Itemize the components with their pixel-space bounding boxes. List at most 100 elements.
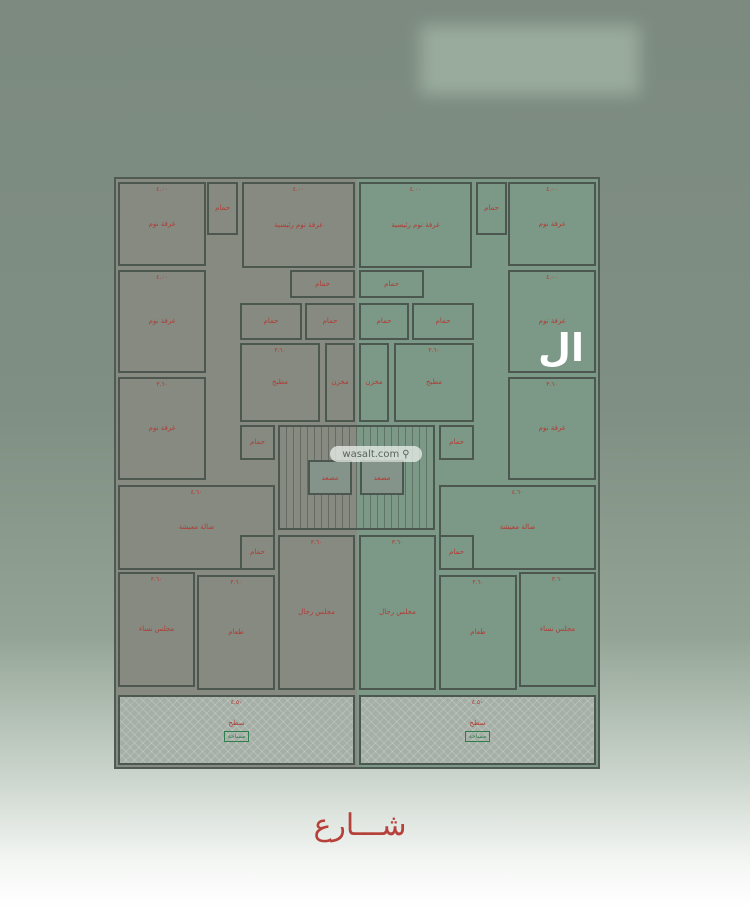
room-label: حمام [435,317,451,325]
room-label: حمام [449,438,464,446]
room-right-bedroom2: ٤.٠٠ غرفة نوم [508,270,596,373]
room-dimension: ٣.٦٠ [274,347,286,354]
room-dimension: ٣.٦٠ [230,579,242,586]
street-label: شـــارع [313,808,407,843]
room-label: حمام [263,317,279,325]
room-left-living: ٤.٦٠ صالة معيشة [118,485,275,570]
room-dimension: ٤.٠٠ [156,274,168,281]
room-dimension: ٤.٠٠ [409,186,422,193]
room-right-women: ٣.٦٠ مجلس نساء [519,572,596,687]
room-right-bath6: حمام [439,535,474,570]
room-right-master: ٤.٠٠ غرفة نوم رئيسية [359,182,472,268]
elevator-left: مصعد [308,460,352,495]
room-label: غرفة نوم [538,219,566,228]
room-label: مخزن [365,378,383,386]
room-label: غرفة نوم رئيسية [274,220,323,229]
room-label: حمام [322,317,338,325]
room-label: طعام [228,628,244,636]
room-label: مجلس نساء [138,625,175,633]
logo: ال [538,326,584,370]
room-dimension: ٤.٠٠ [546,274,558,281]
room-right-kitchen: ٣.٦٠ مطبخ [394,343,474,422]
room-label: حمام [250,438,265,446]
room-dimension: ٣.٦٠ [150,576,163,583]
room-dimension: ٤.٠٠ [292,186,305,193]
room-label: مجلس نساء [539,625,576,633]
room-dimension: ٤.٥٠ [230,699,243,706]
watermark-text: wasalt.com [342,448,400,460]
location-pin-icon: ⚲ [402,448,410,460]
room-label: مخزن [331,378,349,386]
plan-outline [114,177,600,769]
room-label: مجلس رجال [379,608,416,616]
room-left-terrace: ٤.٥٠ سطح مساحة [118,695,355,765]
room-label: سطح [228,718,245,727]
room-label: غرفة نوم [148,219,176,228]
room-label: طعام [470,628,486,636]
room-label: صالة معيشة [499,523,536,531]
room-label: غرفة نوم [148,317,176,325]
room-dimension: ٤.٠٠ [156,186,168,193]
room-label: غرفة نوم [148,424,176,432]
room-label: سطح [469,718,486,727]
room-dimension: ٣.٦٠ [156,381,168,388]
room-label: غرفة نوم رئيسية [391,220,440,229]
room-right-bath5: حمام [439,425,474,460]
room-dimension: ٤.٦٠ [511,489,524,496]
room-dimension: ٤.٦٠ [190,489,203,496]
room-label: مطبخ [271,378,289,386]
room-left-bedroom2: ٤.٠٠ غرفة نوم [118,270,206,373]
room-label: حمام [250,548,265,556]
room-right-bath4: حمام [359,303,409,340]
room-label: حمام [315,279,330,288]
room-left-bath5: حمام [240,425,275,460]
room-left-store: مخزن [325,343,355,422]
room-label: حمام [215,204,230,212]
room-right-bath2: حمام [359,270,424,298]
room-left-dining: ٣.٦٠ طعام [197,575,275,690]
area-box: مساحة [223,730,250,742]
room-dimension: ٤.٥٠ [471,699,484,706]
room-left-master: ٤.٠٠ غرفة نوم رئيسية [242,182,355,268]
room-right-bedroom1: ٤.٠٠ غرفة نوم [508,182,596,266]
room-right-living: ٤.٦٠ صالة معيشة [439,485,596,570]
room-dimension: ٣.٦٠ [546,381,558,388]
room-left-bath4: حمام [305,303,355,340]
room-dimension: ٤.٠٠ [546,186,558,193]
room-right-bedroom3: ٣.٦٠ غرفة نوم [508,377,596,480]
room-dimension: ٣.٦٠ [551,576,564,583]
room-label: حمام [376,317,392,325]
room-label: حمام [384,279,399,288]
blurred-overlay [420,25,640,95]
room-left-bath3: حمام [240,303,302,340]
room-label: غرفة نوم [538,424,566,432]
room-label: مطبخ [425,378,443,386]
room-left-bath2: حمام [290,270,355,298]
elevator-right: مصعد [360,460,404,495]
room-right-men: ٣.٦٠ مجلس رجال [359,535,436,690]
room-label: مجلس رجال [298,608,335,616]
room-label: حمام [484,204,499,212]
room-label: غرفة نوم [538,317,566,325]
room-left-bedroom3: ٣.٦٠ غرفة نوم [118,377,206,480]
room-right-bath3: حمام [412,303,474,340]
room-dimension: ٣.٦٠ [472,579,484,586]
room-dimension: ٣.٦٠ [391,539,404,546]
room-dimension: ٣.٦٠ [428,347,440,354]
room-left-women: ٣.٦٠ مجلس نساء [118,572,195,687]
room-label: صالة معيشة [178,523,215,531]
room-right-terrace: ٤.٥٠ سطح مساحة [359,695,596,765]
room-left-bedroom1: ٤.٠٠ غرفة نوم [118,182,206,266]
area-box: مساحة [464,730,491,742]
room-right-store: مخزن [359,343,389,422]
watermark: wasalt.com ⚲ [330,446,422,462]
room-left-bath6: حمام [240,535,275,570]
room-left-kitchen: ٣.٦٠ مطبخ [240,343,320,422]
room-dimension: ٣.٦٠ [310,539,323,546]
room-left-bath1: حمام [207,182,238,235]
staircase [278,425,435,530]
room-left-men: ٣.٦٠ مجلس رجال [278,535,355,690]
room-label: حمام [449,548,464,556]
room-right-dining: ٣.٦٠ طعام [439,575,517,690]
room-right-bath1: حمام [476,182,507,235]
